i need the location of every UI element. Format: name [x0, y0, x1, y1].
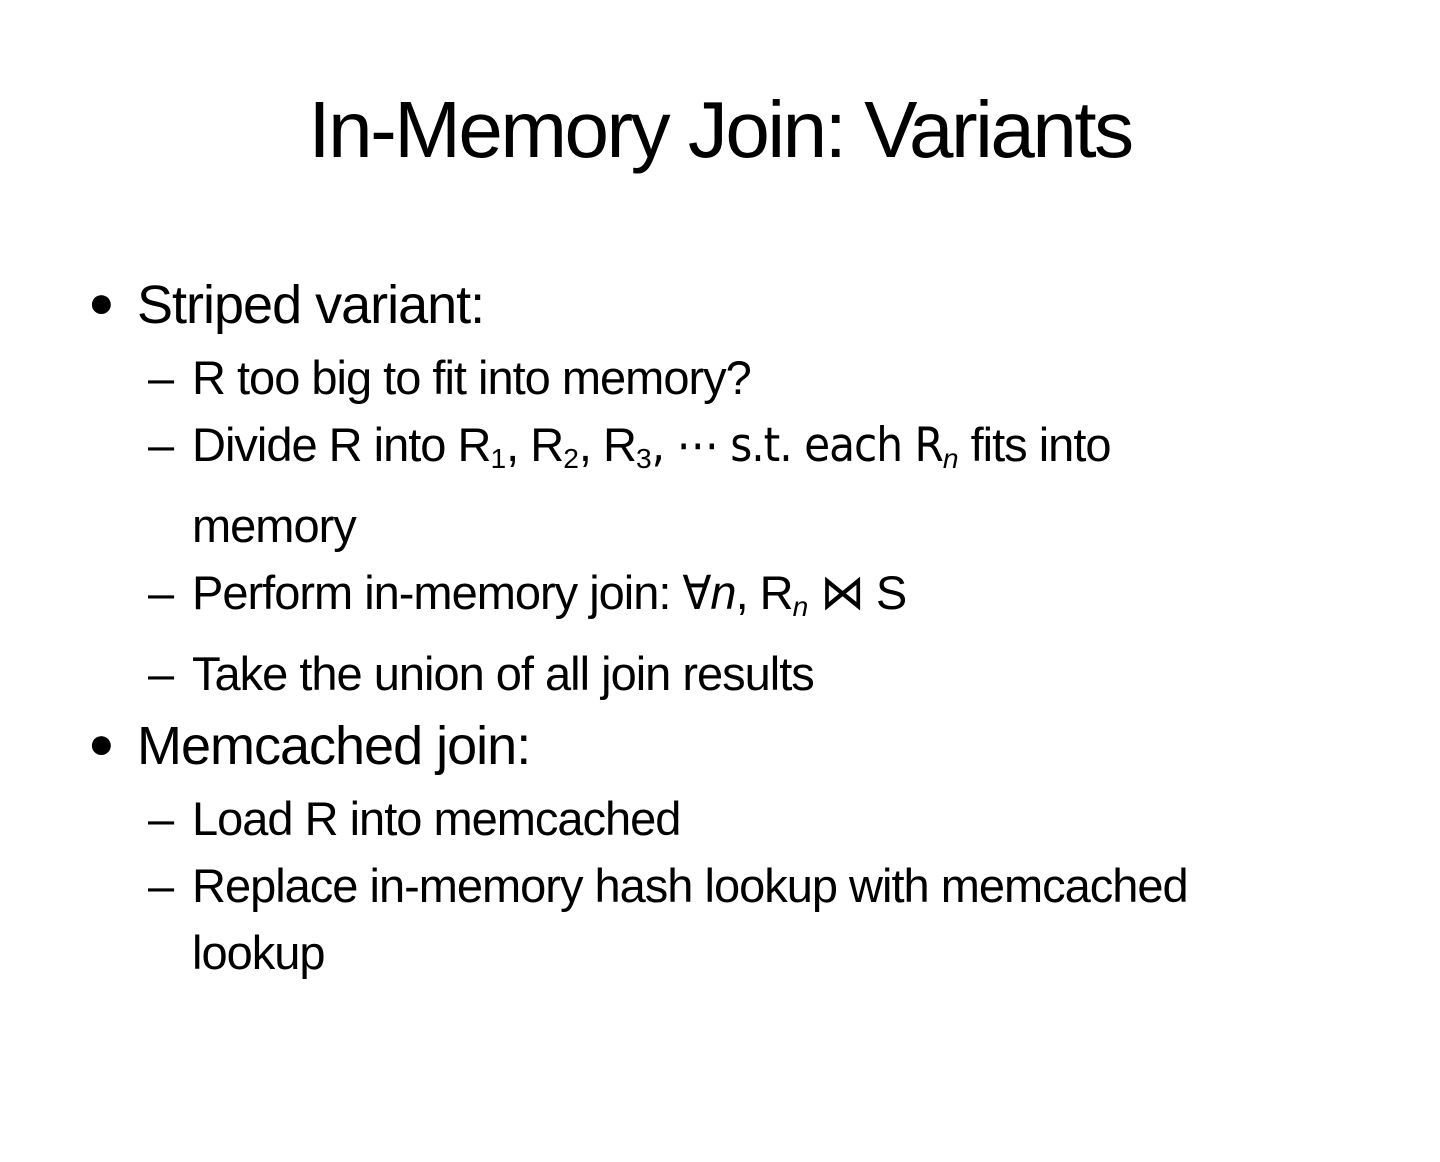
sub-item-load-r: –Load R into memcached: [0, 785, 1440, 852]
sub-item-union-results: –Take the union of all join results: [0, 640, 1440, 707]
text-run: fits into: [958, 418, 1112, 471]
sub-item-text: R too big to fit into memory?: [192, 351, 752, 404]
text-run: [808, 566, 820, 619]
italic-n-run: n: [710, 566, 736, 620]
sub-item-r-too-big: –R too big to fit into memory?: [0, 344, 1440, 411]
sub-item-text: Take the union of all join results: [192, 647, 815, 701]
text-run: Divide R into R: [192, 418, 491, 471]
slide: In-Memory Join: Variants ● Striped varian…: [0, 82, 1440, 1162]
sub-item-replace-lookup: –Replace in-memory hash lookup with memc…: [0, 852, 1440, 986]
sub-item-perform-join: –Perform in-memory join: ∀n, Rn ⋈ S: [0, 559, 1440, 640]
text-run: , ⋯ s.t. each R: [651, 418, 944, 473]
dash-glyph: –: [148, 418, 174, 471]
slide-title: In-Memory Join: Variants: [308, 85, 1134, 174]
text-run: , R: [735, 566, 794, 620]
wrapped-line: memory: [192, 499, 357, 553]
sub-item-text: Load R into memcached: [192, 792, 681, 846]
text-run: , R: [506, 418, 564, 471]
subscript-run: 1: [490, 442, 507, 475]
dash-glyph: –: [148, 792, 174, 846]
dash-glyph: –: [148, 566, 174, 620]
slide-body: ●Striped variant: –R too big to fit into…: [0, 266, 1440, 986]
subscript-n-run: n: [792, 590, 809, 623]
text-run: S: [863, 566, 907, 620]
dash-glyph: –: [148, 647, 174, 701]
bullet-label: Memcached join:: [137, 716, 531, 777]
bullet-item-striped-variant: ● Striped variant:: [0, 266, 1440, 344]
sub-item-divide-r: –Divide R into R1, R2, R3, ⋯ s.t. each R…: [0, 411, 1440, 559]
text-run: Replace in-memory hash lookup with memca…: [192, 859, 1189, 913]
bowtie-join-symbol: ⋈: [820, 563, 864, 622]
dash-glyph: –: [148, 859, 174, 913]
subscript-run: 2: [563, 442, 579, 475]
bullet-label: Striped variant:: [137, 275, 485, 335]
wrapped-line: lookup: [192, 926, 325, 980]
forall-symbol: ∀: [682, 566, 712, 622]
subscript-run: 3: [635, 442, 652, 475]
text-run: Perform in-memory join:: [192, 566, 683, 620]
bullet-glyph: ●: [88, 719, 115, 769]
bullet-item-memcached-join: ● Memcached join:: [0, 707, 1440, 785]
text-run: , R: [578, 418, 637, 471]
dash-glyph: –: [148, 351, 174, 404]
bullet-glyph: ●: [88, 278, 115, 327]
subscript-n-run: n: [942, 442, 959, 475]
